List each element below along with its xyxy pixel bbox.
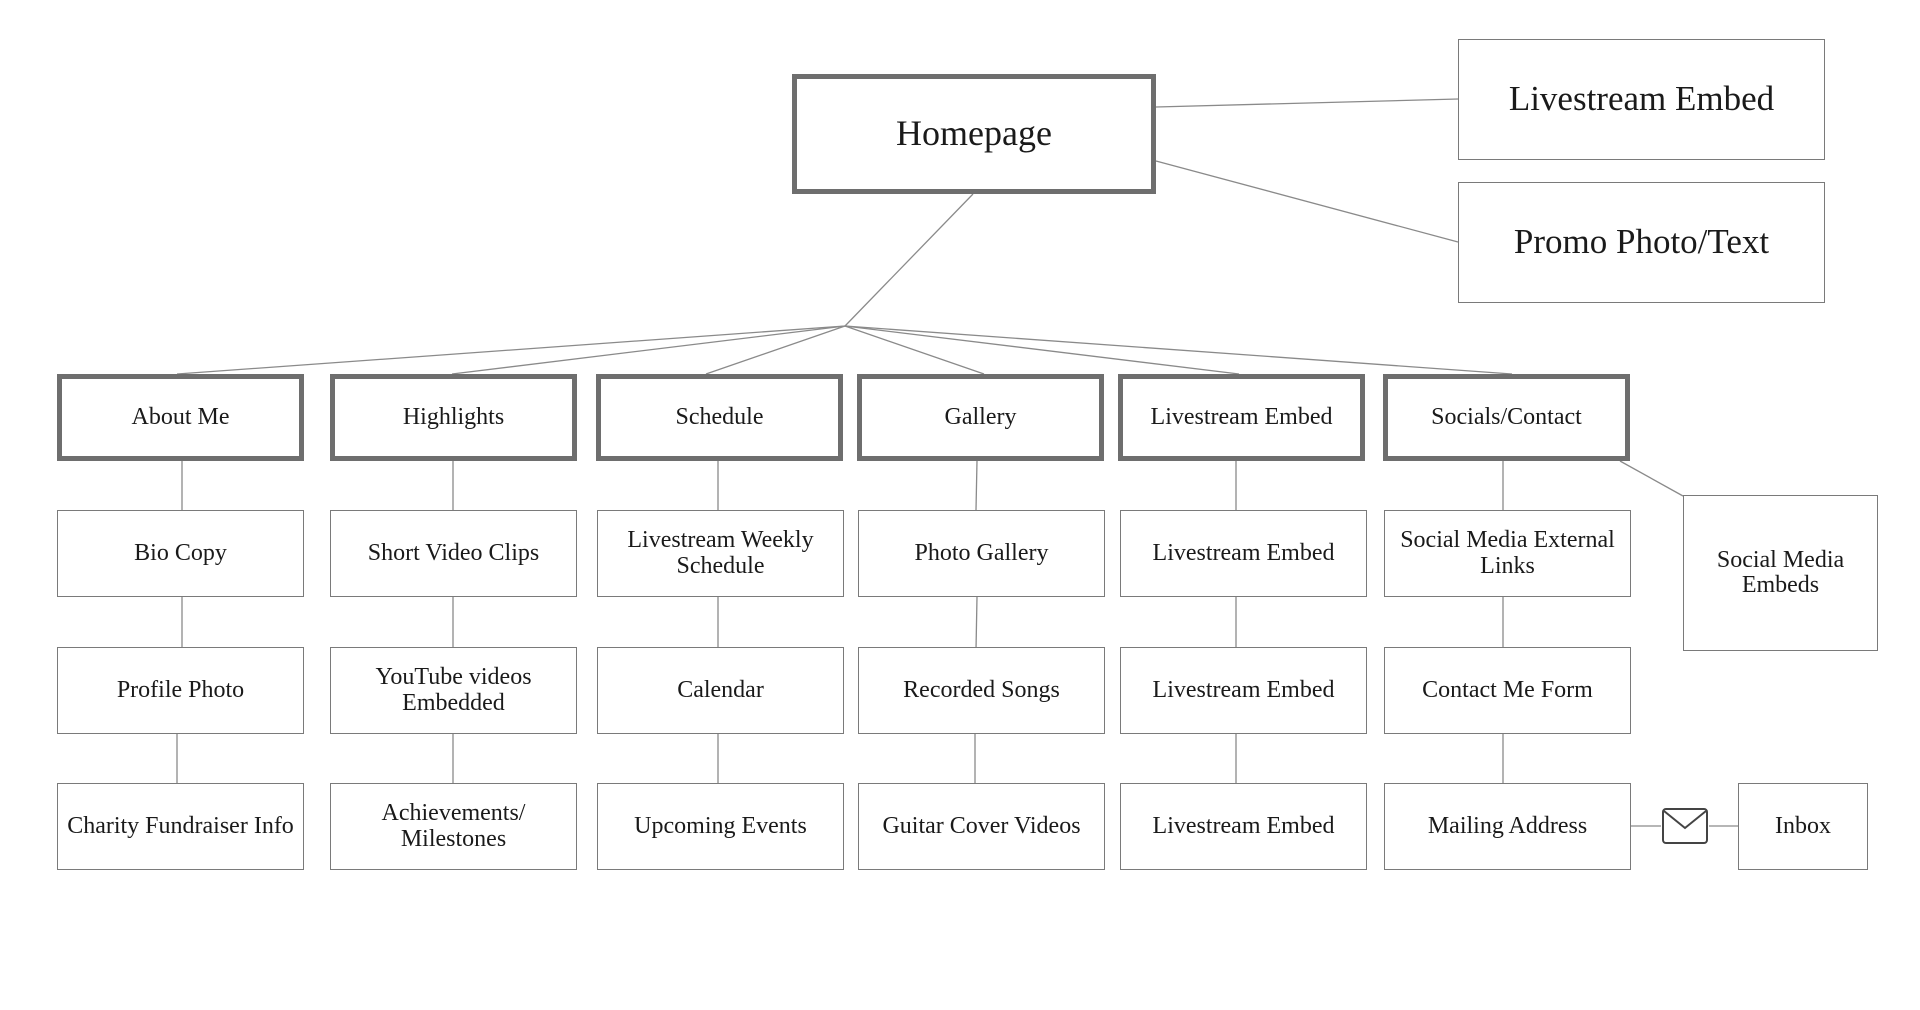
leaf-node: YouTube videos Embedded [330, 647, 577, 734]
category-node-gallery: Gallery [857, 374, 1104, 461]
category-node-socials-contact: Socials/Contact [1383, 374, 1630, 461]
node-label: Livestream Embed [1150, 403, 1333, 430]
connector-line [975, 596, 978, 651]
node-label: Bio Copy [134, 539, 227, 566]
connector-line [975, 460, 978, 511]
connector-line [451, 325, 846, 375]
envelope-icon [1662, 808, 1708, 844]
connector-line [176, 325, 846, 375]
node-label: Livestream Weekly Schedule [627, 527, 814, 579]
connector-line [844, 325, 1513, 375]
connector-line [844, 325, 985, 375]
leaf-node: Mailing Address [1384, 783, 1631, 870]
node-label: Upcoming Events [634, 812, 807, 839]
category-node-highlights: Highlights [330, 374, 577, 461]
node-label: Photo Gallery [914, 539, 1049, 566]
node-label: About Me [131, 403, 230, 430]
node-label: Short Video Clips [367, 539, 540, 566]
leaf-node: Profile Photo [57, 647, 304, 734]
leaf-node: Contact Me Form [1384, 647, 1631, 734]
node-label: Charity Fundraiser Info [67, 812, 294, 839]
leaf-node: Calendar [597, 647, 844, 734]
node-label: Livestream Embed [1152, 812, 1335, 839]
leaf-node: Recorded Songs [858, 647, 1105, 734]
node-label: Promo Photo/Text [1513, 222, 1770, 262]
leaf-node: Achievements/ Milestones [330, 783, 577, 870]
node-label: Social Media External Links [1400, 527, 1615, 579]
node-label: Profile Photo [116, 676, 245, 703]
node-label: Recorded Songs [903, 676, 1060, 703]
node-label: YouTube videos Embedded [375, 664, 532, 716]
node-label: Contact Me Form [1422, 676, 1593, 703]
category-node-schedule: Schedule [596, 374, 843, 461]
category-node-about-me: About Me [57, 374, 304, 461]
homepage-feature-livestream-node: Livestream Embed [1458, 39, 1825, 160]
leaf-node: Livestream Embed [1120, 783, 1367, 870]
leaf-node: Livestream Embed [1120, 510, 1367, 597]
node-label: Mailing Address [1427, 812, 1588, 839]
connector-line [1619, 460, 1684, 497]
leaf-node: Livestream Weekly Schedule [597, 510, 844, 597]
node-label: Gallery [944, 403, 1017, 430]
node-label: Social Media Embeds [1716, 546, 1845, 598]
leaf-node: Upcoming Events [597, 783, 844, 870]
node-label: Livestream Embed [1152, 539, 1335, 566]
connector-line [844, 325, 1240, 375]
leaf-node: Photo Gallery [858, 510, 1105, 597]
leaf-node: Social Media External Links [1384, 510, 1631, 597]
social-media-embeds-node: Social Media Embeds [1683, 495, 1878, 651]
inbox-node: Inbox [1738, 783, 1868, 870]
connector-line [705, 325, 846, 375]
node-label: Guitar Cover Videos [882, 812, 1081, 839]
leaf-node: Bio Copy [57, 510, 304, 597]
leaf-node: Short Video Clips [330, 510, 577, 597]
connector-line [1155, 98, 1459, 108]
category-node-livestream-embed: Livestream Embed [1118, 374, 1365, 461]
leaf-node: Guitar Cover Videos [858, 783, 1105, 870]
node-label: Livestream Embed [1152, 676, 1335, 703]
node-label: Schedule [675, 403, 764, 430]
leaf-node: Livestream Embed [1120, 647, 1367, 734]
homepage-node: Homepage [792, 74, 1156, 194]
connector-line [844, 193, 974, 327]
homepage-feature-promo-node: Promo Photo/Text [1458, 182, 1825, 303]
node-label: Livestream Embed [1508, 79, 1775, 119]
connector-line [1155, 160, 1459, 243]
node-label: Socials/Contact [1431, 403, 1582, 430]
leaf-node: Charity Fundraiser Info [57, 783, 304, 870]
node-label: Inbox [1775, 812, 1831, 839]
node-label: Achievements/ Milestones [381, 800, 526, 852]
node-label: Homepage [896, 113, 1052, 154]
node-label: Highlights [402, 403, 505, 430]
node-label: Calendar [677, 676, 764, 703]
